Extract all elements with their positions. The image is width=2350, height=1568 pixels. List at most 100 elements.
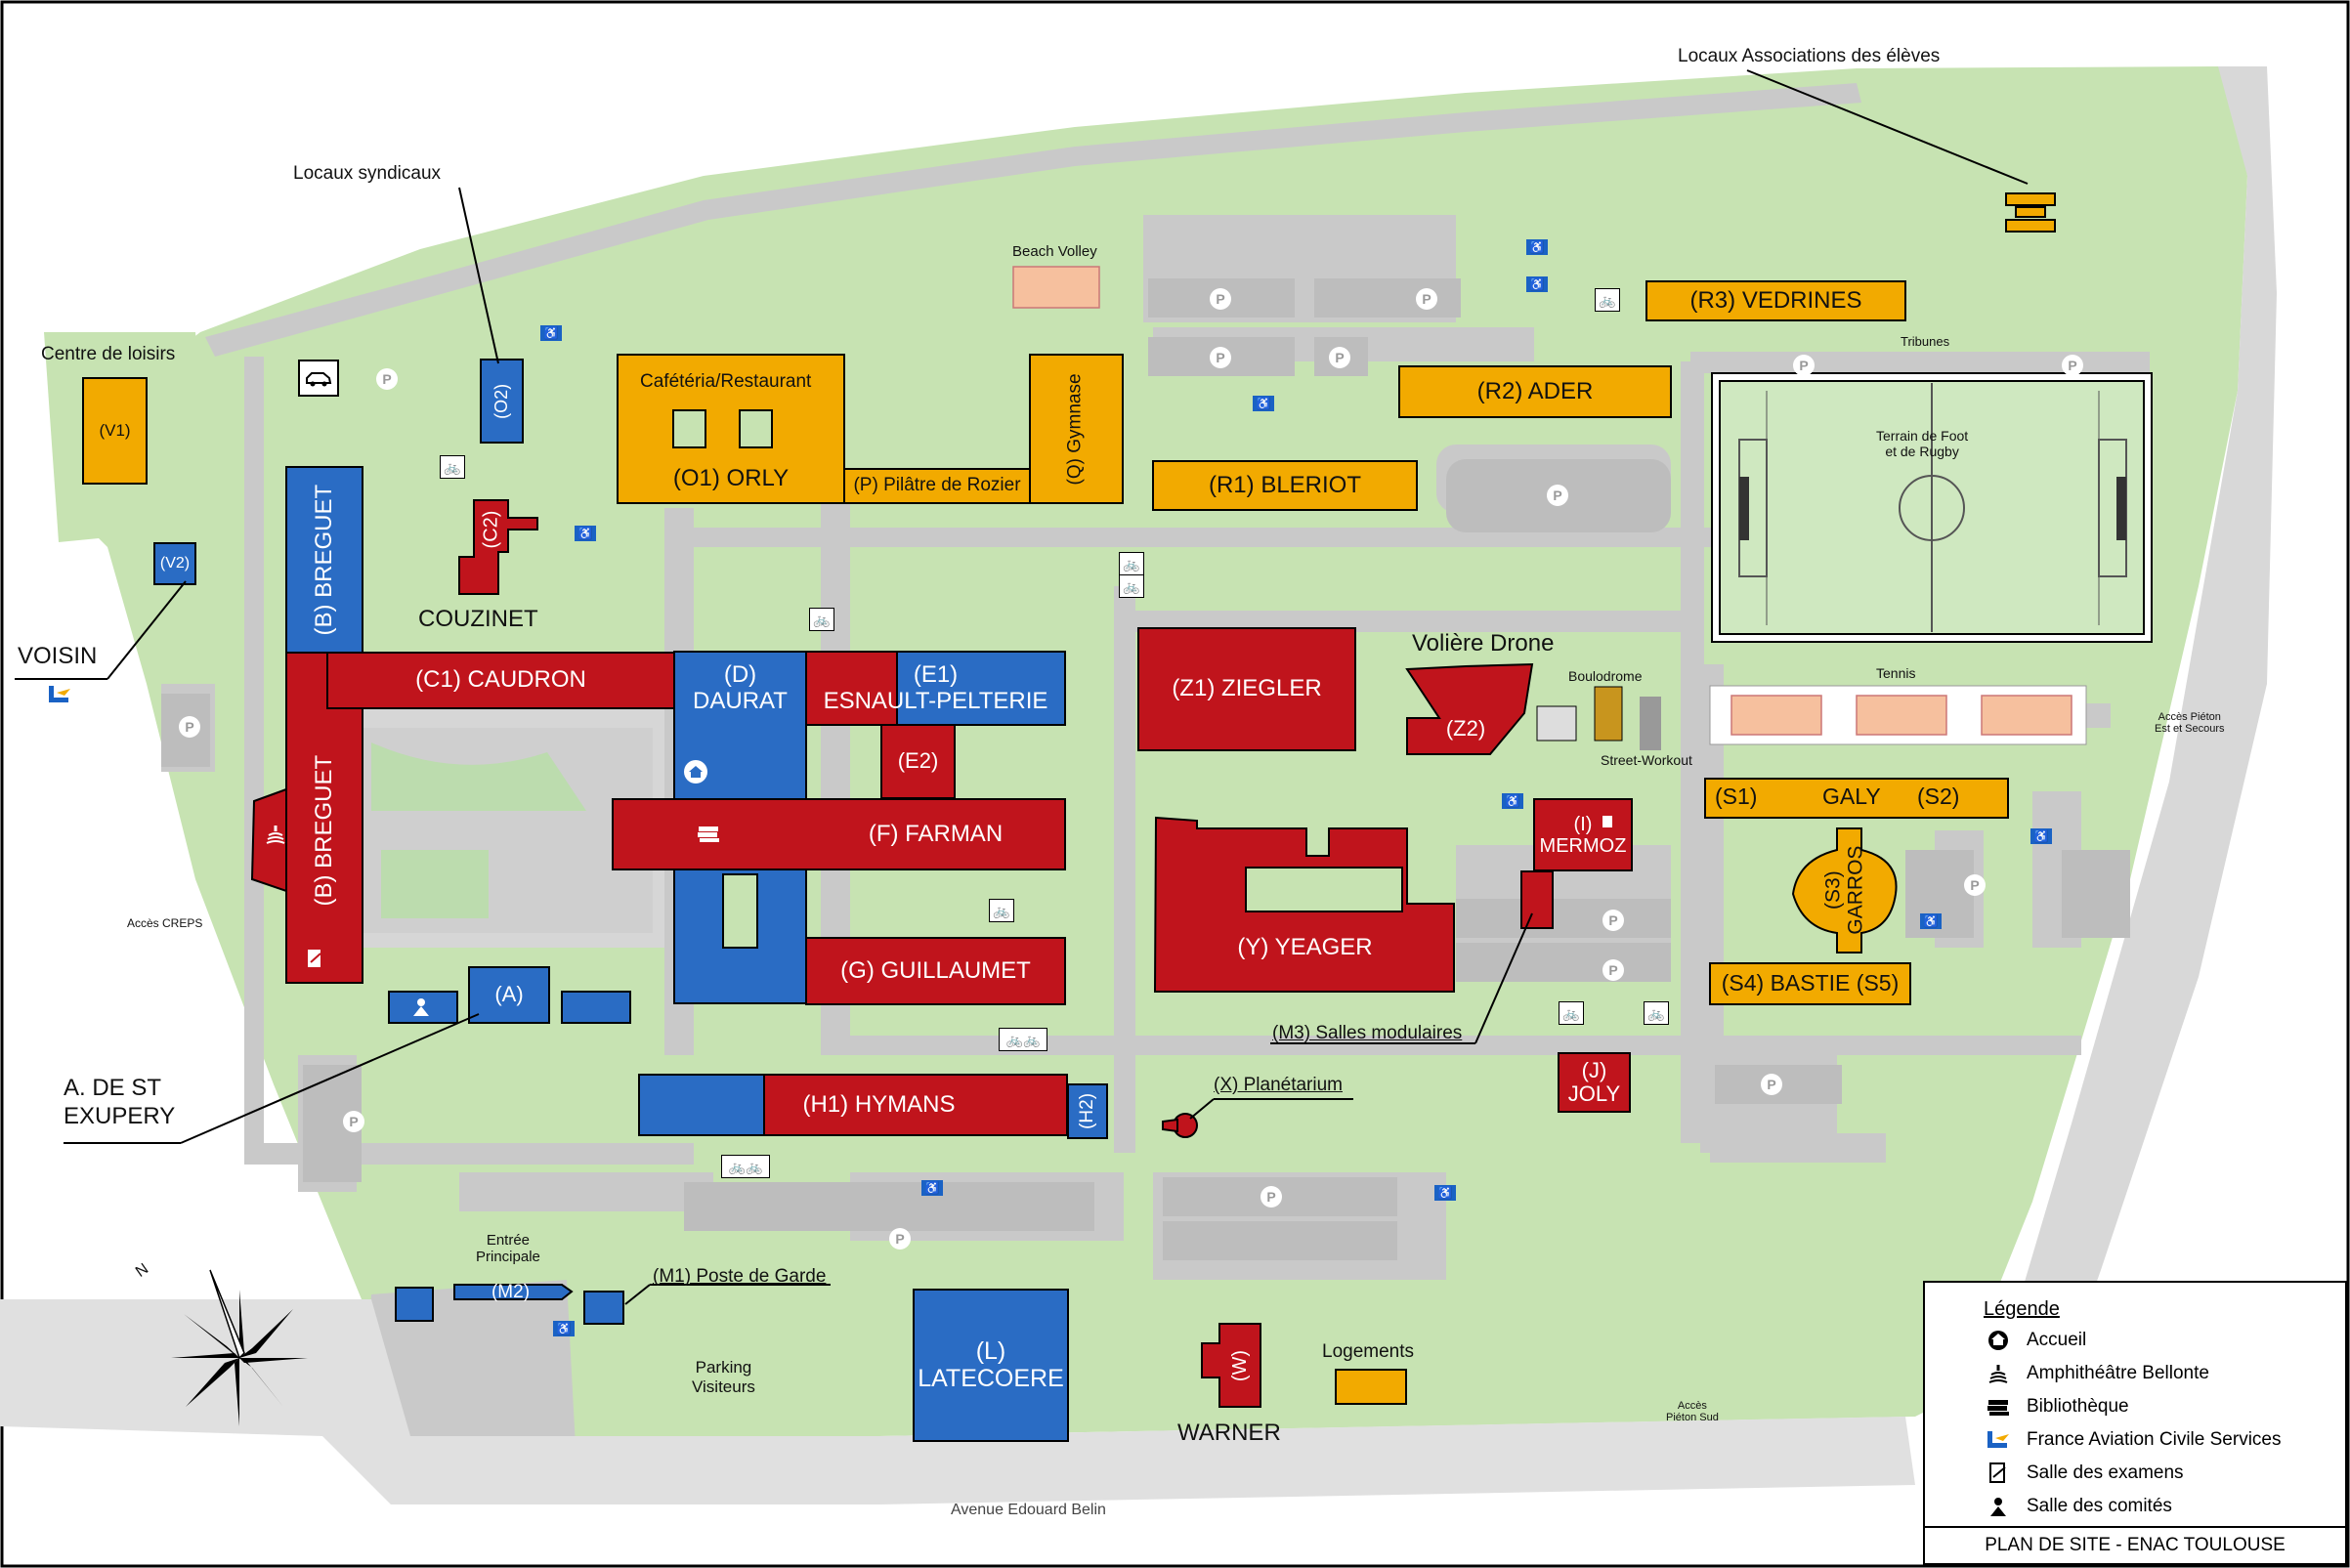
building-b-breguet-south[interactable]: (B) BREGUET xyxy=(310,754,337,907)
building-h2[interactable]: (H2) xyxy=(1076,1093,1097,1129)
accessible-parking-icon: ♿ xyxy=(1526,239,1548,255)
boulodrome-label: Boulodrome xyxy=(1568,668,1643,684)
planetarium-label: (X) Planétarium xyxy=(1214,1075,1343,1095)
building-b-breguet-north[interactable]: (B) BREGUET xyxy=(310,484,337,636)
building-g-guillaumet[interactable]: (G) GUILLAUMET xyxy=(840,956,1031,984)
salles-modulaires-label: (M3) Salles modulaires xyxy=(1272,1023,1463,1043)
beach-volley-court xyxy=(1012,266,1100,309)
exam-room-icon xyxy=(305,948,324,969)
locaux-associations-label: Locaux Associations des élèves xyxy=(1678,46,1941,66)
parking-icon: P xyxy=(1329,347,1350,368)
couzinet-label: COUZINET xyxy=(418,606,538,632)
bike-parking-icon: 🚲🚲 xyxy=(999,1028,1047,1051)
accessible-parking-icon: ♿ xyxy=(1253,396,1274,411)
parking-icon: P xyxy=(1602,910,1624,931)
acces-pieton-est-label: Accès Piéton Est et Secours xyxy=(2155,711,2225,735)
parking-icon: P xyxy=(1964,874,1986,896)
building-z2[interactable]: (Z2) xyxy=(1445,715,1486,741)
building-j-joly[interactable]: (J) JOLY xyxy=(1567,1057,1621,1106)
tennis-label: Tennis xyxy=(1876,665,1916,681)
building-q-gymnase[interactable]: (Q) Gymnase xyxy=(1065,372,1087,486)
parking-icon: P xyxy=(1793,355,1815,376)
parking-icon: P xyxy=(1260,1186,1282,1208)
building-m2[interactable]: (M2) xyxy=(491,1281,531,1302)
building-s3-garros[interactable]: (S3) GARROS xyxy=(1821,845,1867,936)
building-e1-esnault-pelterie[interactable]: (E1) ESNAULT-PELTERIE xyxy=(823,661,1048,714)
house-icon xyxy=(684,760,707,784)
building-o1-orly[interactable]: (O1) ORLY xyxy=(672,464,790,491)
building-galy[interactable]: GALY xyxy=(1822,784,1881,809)
parking-icon: P xyxy=(1761,1074,1782,1095)
building-o2[interactable]: (O2) xyxy=(491,383,511,419)
building-c1-caudron[interactable]: (C1) CAUDRON xyxy=(415,666,586,694)
parking-icon: P xyxy=(1547,485,1568,506)
leader-lines xyxy=(15,69,2029,1305)
legend-item-label: Accueil xyxy=(2027,1330,2087,1350)
building-a[interactable]: (A) xyxy=(494,982,524,1007)
entree-principale-label: Entrée Principale xyxy=(476,1232,540,1265)
building-p-pilatre-de-rozier[interactable]: (P) Pilâtre de Rozier xyxy=(853,475,1021,496)
parking-icon: P xyxy=(1416,288,1437,310)
building-c2[interactable]: (C2) xyxy=(480,510,502,549)
parking-lots xyxy=(161,278,2130,1260)
book-icon xyxy=(1984,1394,2013,1420)
building-e2[interactable]: (E2) xyxy=(897,748,939,774)
accessible-parking-icon: ♿ xyxy=(1502,793,1523,809)
football-rugby-field xyxy=(1711,372,2153,643)
building-d-daurat[interactable]: (D) DAURAT xyxy=(693,661,788,714)
building-w[interactable]: (W) xyxy=(1228,1349,1251,1381)
car-icon[interactable] xyxy=(298,360,339,397)
building-s4-s5-bastie[interactable]: (S4) BASTIE (S5) xyxy=(1721,970,1900,996)
building-f-farman[interactable]: (F) FARMAN xyxy=(868,820,1004,847)
legend-panel: Légende Accueil Amphithéâtre Bellonte Bi… xyxy=(1923,1281,2347,1565)
voliere-drone-label: Volière Drone xyxy=(1412,630,1555,657)
dgac-logo-icon xyxy=(47,684,74,705)
tribunes-label: Tribunes xyxy=(1901,334,1950,349)
building-r2-ader[interactable]: (R2) ADER xyxy=(1476,377,1594,404)
accessible-parking-icon: ♿ xyxy=(1434,1185,1456,1201)
avenue-label: Avenue Edouard Belin xyxy=(951,1502,1106,1518)
terrain-label: Terrain de Foot et de Rugby xyxy=(1876,428,1969,459)
locaux-syndicaux-label: Locaux syndicaux xyxy=(293,163,442,184)
parking-visiteurs-label: Parking Visiteurs xyxy=(692,1358,755,1396)
house-icon xyxy=(1984,1328,2013,1353)
parking-icon: P xyxy=(2062,355,2083,376)
parking-icon: P xyxy=(1210,288,1231,310)
building-s1[interactable]: (S1) xyxy=(1715,784,1758,809)
parking-icon: P xyxy=(376,368,398,390)
building-r1-bleriot[interactable]: (R1) BLERIOT xyxy=(1208,471,1362,498)
dgac-logo-icon xyxy=(1984,1427,2013,1453)
bike-parking-icon: 🚲 xyxy=(989,899,1014,922)
bike-parking-icon: 🚲 xyxy=(1119,574,1144,598)
legend-item-label: Bibliothèque xyxy=(2027,1396,2129,1417)
legend-item-comites: Salle des comités xyxy=(1984,1494,2172,1519)
accessible-parking-icon: ♿ xyxy=(2030,828,2052,844)
bike-parking-icon: 🚲 xyxy=(1559,1001,1584,1025)
building-h1-hymans[interactable]: (H1) HYMANS xyxy=(802,1090,956,1118)
building-r3-vedrines[interactable]: (R3) VEDRINES xyxy=(1689,286,1862,314)
beach-volley-label: Beach Volley xyxy=(1012,243,1097,260)
building-z1-ziegler[interactable]: (Z1) ZIEGLER xyxy=(1172,675,1322,702)
building-y-yeager[interactable]: (Y) YEAGER xyxy=(1237,933,1373,960)
accessible-parking-icon: ♿ xyxy=(921,1180,943,1196)
committee-room-icon xyxy=(1984,1494,2013,1519)
building-v2[interactable]: (V2) xyxy=(159,555,191,572)
legend-item-label: Salle des comités xyxy=(2027,1496,2172,1516)
tennis-courts xyxy=(1709,685,2087,745)
legend-item-amphitheatre: Amphithéâtre Bellonte xyxy=(1984,1361,2209,1386)
building-l-latecoere[interactable]: (L) LATECOERE xyxy=(918,1337,1064,1392)
parking-icon: P xyxy=(889,1228,911,1250)
committee-room-icon xyxy=(408,995,434,1020)
street-workout-label: Street-Workout xyxy=(1601,752,1692,768)
building-v1[interactable]: (V1) xyxy=(99,420,131,440)
compass-rose xyxy=(171,1269,308,1426)
parking-icon: P xyxy=(1210,347,1231,368)
legend-item-accueil: Accueil xyxy=(1984,1328,2086,1353)
building-i-mermoz[interactable]: (I) MERMOZ xyxy=(1539,813,1627,857)
logements-label: Logements xyxy=(1322,1341,1415,1362)
building-s2[interactable]: (S2) xyxy=(1917,784,1960,809)
accessible-parking-icon: ♿ xyxy=(553,1321,575,1336)
amphitheatre-icon xyxy=(1984,1361,2013,1386)
orange-buildings xyxy=(82,192,2056,1405)
